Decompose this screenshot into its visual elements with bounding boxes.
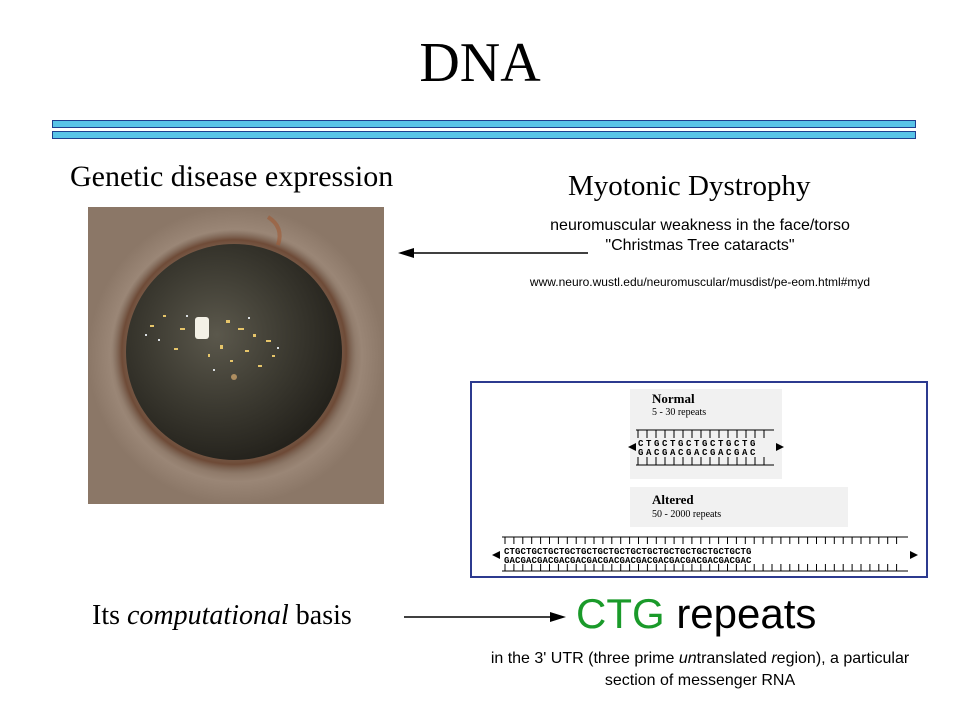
altered-strand-ticks [504, 537, 898, 571]
left-heading: Genetic disease expression [70, 160, 394, 193]
utr-footnote: in the 3' UTR (three prime untranslated … [470, 648, 930, 692]
altered-range: 50 - 2000 repeats [652, 509, 721, 520]
computational-basis-label: Its computational basis [92, 600, 352, 632]
footnote-part-3: egion), a particular section of messenge… [604, 650, 910, 689]
footnote-un: un [678, 650, 697, 667]
repeats-word: repeats [664, 590, 817, 637]
footnote-part-1: in the 3' UTR (three prime [490, 650, 679, 667]
computational-basis-suffix: basis [288, 600, 352, 631]
source-url: www.neuro.wustl.edu/neuromuscular/musdis… [529, 275, 871, 289]
description-line-2: "Christmas Tree cataracts" [605, 237, 795, 254]
slide-title: DNA [419, 32, 541, 94]
normal-label: Normal [652, 391, 695, 406]
title-divider-top [52, 120, 916, 128]
right-heading: Myotonic Dystrophy [568, 170, 811, 202]
ctg-word: CTG [576, 590, 665, 637]
arrow-to-eye-icon [398, 248, 588, 258]
cataract-eye-photo [88, 207, 384, 504]
altered-bottom-strand: GACGACGACGACGACGACGACGACGACGACGACGACGACG… [504, 556, 752, 566]
normal-strand: CTGCTGCTGCTGCTG GACGACGACGACGAC [628, 429, 784, 466]
altered-label: Altered [652, 492, 694, 507]
ctg-repeat-diagram: Normal 5 - 30 repeats CTGCTGCTGCTGCTG GA… [470, 381, 928, 578]
normal-range: 5 - 30 repeats [652, 407, 706, 418]
title-divider-bottom [52, 131, 916, 139]
altered-top-strand: CTGCTGCTGCTGCTGCTGCTGCTGCTGCTGCTGCTGCTGC… [504, 547, 752, 557]
arrow-to-repeats-icon [404, 612, 566, 622]
altered-strand: CTGCTGCTGCTGCTGCTGCTGCTGCTGCTGCTGCTGCTGC… [492, 536, 918, 572]
light-reflection [195, 317, 209, 339]
ctg-repeats-heading: CTG repeats [576, 590, 816, 638]
normal-bottom-strand: GACGACGACGACGAC [638, 448, 758, 458]
normal-top-strand: CTGCTGCTGCTGCTG [638, 439, 758, 449]
computational-basis-prefix: Its [92, 600, 127, 631]
description-line-1: neuromuscular weakness in the face/torso [550, 217, 850, 234]
footnote-r: r [771, 650, 777, 667]
computational-basis-italic: computational [127, 600, 289, 631]
footnote-part-2: translated [696, 650, 772, 667]
